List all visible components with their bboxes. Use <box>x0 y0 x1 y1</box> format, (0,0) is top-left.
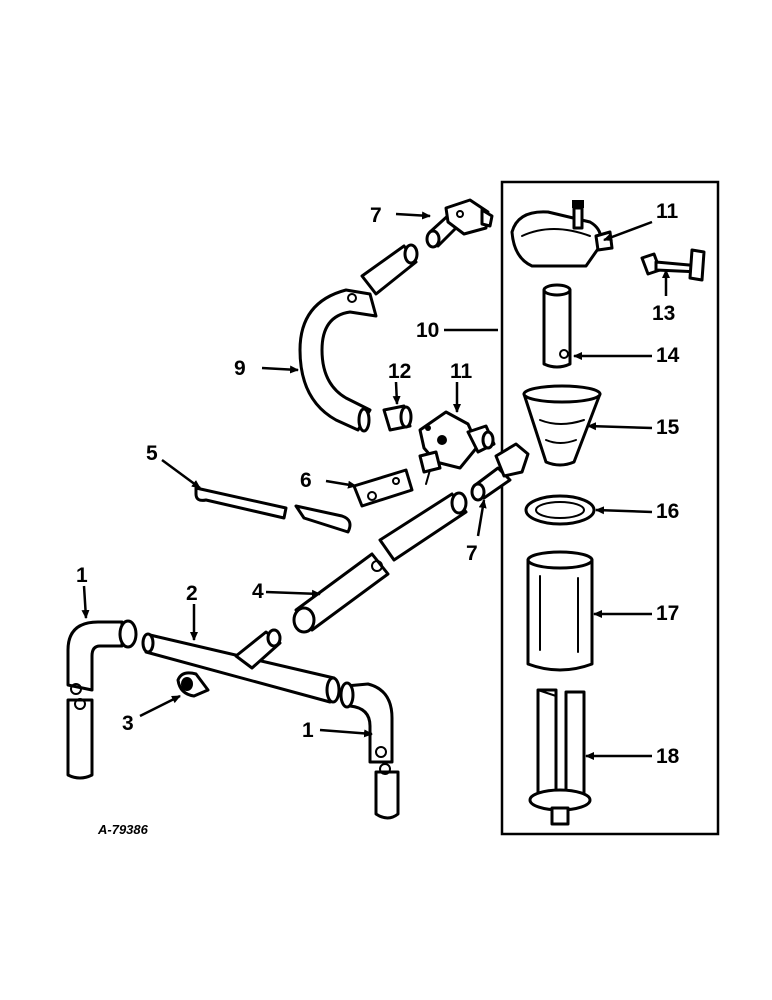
callout-12: 11 <box>656 200 679 223</box>
tee-tube <box>141 628 341 704</box>
callout-13: 13 <box>652 302 675 325</box>
callout-9: 12 <box>388 360 411 383</box>
elbow-fitting-lower <box>470 442 530 502</box>
bleeder-screw <box>640 248 706 282</box>
bent-rod <box>194 486 352 534</box>
bowl-bail <box>528 688 592 826</box>
callout-8: 11 <box>450 360 473 383</box>
callout-6: 6 <box>300 469 312 492</box>
callout-10: 9 <box>234 357 246 380</box>
callout-1-right: 1 <box>302 719 314 742</box>
callout-16: 16 <box>656 500 679 523</box>
callout-15: 15 <box>656 416 680 439</box>
sediment-bowl <box>526 550 594 672</box>
figure-code: A-79386 <box>97 822 149 837</box>
curved-hose <box>298 243 419 433</box>
callout-5: 5 <box>146 442 158 465</box>
callout-7-lower: 7 <box>466 542 478 565</box>
standpipe <box>542 283 572 369</box>
callout-17: 17 <box>656 602 679 625</box>
callout-14: 14 <box>656 344 680 367</box>
callout-18: 18 <box>656 745 680 768</box>
hose-clamp <box>176 671 210 698</box>
elbow-fitting-upper <box>425 198 494 249</box>
callout-3: 3 <box>122 712 134 735</box>
filter-head <box>510 200 614 268</box>
filter-assembly-frame <box>500 180 720 836</box>
callout-2: 2 <box>186 582 198 605</box>
gasket <box>524 494 596 526</box>
callout-11: 10 <box>416 319 439 342</box>
shutoff-valve <box>418 410 496 485</box>
strainer-cone <box>522 384 602 467</box>
mounting-bracket <box>352 468 414 508</box>
callout-4: 4 <box>252 580 264 603</box>
callout-labels: 7 11 13 10 14 9 12 11 15 5 6 16 7 1 4 2 … <box>76 200 680 768</box>
hose-elbow-right <box>339 681 400 820</box>
hose-elbow-left <box>66 619 138 780</box>
callout-1-left: 1 <box>76 564 88 587</box>
leader-arrows <box>81 211 670 760</box>
straight-hose <box>292 491 468 634</box>
callout-7-upper: 7 <box>370 204 382 227</box>
coupling <box>382 404 413 432</box>
